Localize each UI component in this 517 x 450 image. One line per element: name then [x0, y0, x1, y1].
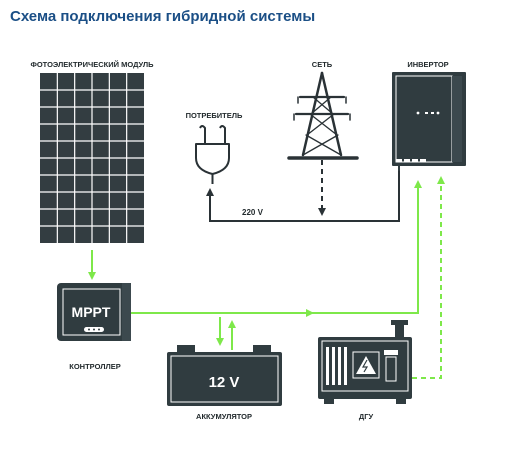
dc-lines	[88, 180, 422, 350]
solar-panel-icon	[40, 73, 144, 243]
ac-output-line	[206, 171, 400, 222]
controller-label: КОНТРОЛЛЕР	[69, 362, 121, 371]
grid-label: СЕТЬ	[312, 60, 333, 69]
generator-icon	[318, 320, 412, 404]
battery-face-text: 12 V	[209, 374, 240, 391]
power-tower-icon	[287, 71, 359, 160]
battery-label: АККУМУЛЯТОР	[196, 412, 252, 421]
voltage-label: 220 V	[242, 208, 264, 217]
controller-face-text: MPPT	[72, 304, 111, 320]
battery-icon: 12 V	[167, 345, 282, 406]
consumer-label: ПОТРЕБИТЕЛЬ	[186, 111, 243, 120]
inverter-icon	[392, 72, 466, 171]
mppt-controller-icon: MPPT	[57, 283, 131, 341]
generator-label: ДГУ	[359, 412, 374, 421]
inverter-label: ИНВЕРТОР	[407, 60, 448, 69]
generator-feed-line	[412, 176, 445, 379]
plug-icon	[195, 125, 230, 184]
page-title: Схема подключения гибридной системы	[10, 8, 316, 25]
pv-module-label: ФОТОЭЛЕКТРИЧЕСКИЙ МОДУЛЬ	[30, 60, 154, 69]
